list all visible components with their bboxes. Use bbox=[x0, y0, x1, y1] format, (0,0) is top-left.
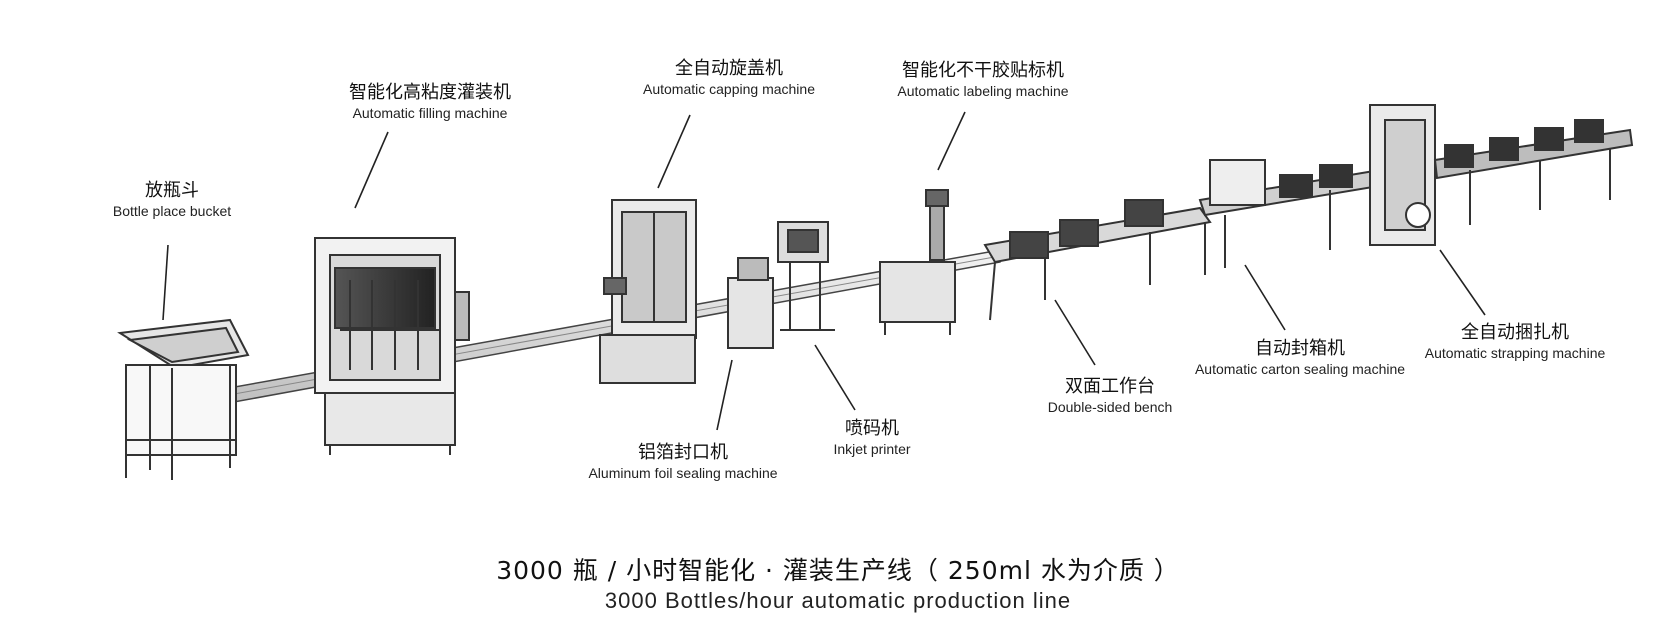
main-conveyor bbox=[189, 249, 1001, 411]
title-zh: 3000 瓶 / 小时智能化 · 灌装生产线（ 250ml 水为介质 ） bbox=[496, 556, 1180, 585]
label-en: Automatic labeling machine bbox=[897, 83, 1069, 99]
label-en: Bottle place bucket bbox=[112, 203, 232, 219]
foil-sealing-machine bbox=[727, 257, 774, 349]
labeling-machine bbox=[879, 189, 956, 335]
leader-line-filling bbox=[354, 131, 389, 209]
label-carton-sealing: 自动封箱机 Automatic carton sealing machine bbox=[1195, 338, 1405, 378]
label-strapping-machine: 全自动捆扎机 Automatic strapping machine bbox=[1425, 322, 1606, 362]
capping-machine bbox=[599, 199, 697, 384]
label-zh: 全自动旋盖机 bbox=[675, 58, 783, 79]
title-en: 3000 Bottles/hour automatic production l… bbox=[604, 588, 1072, 613]
label-en: Inkjet printer bbox=[833, 441, 911, 457]
leader-line-labeling bbox=[937, 111, 966, 171]
label-inkjet-printer: 喷码机 Inkjet printer bbox=[833, 418, 910, 458]
label-en: Automatic capping machine bbox=[643, 81, 815, 97]
inkjet-printer-machine bbox=[777, 221, 835, 331]
label-zh: 智能化高粘度灌装机 bbox=[349, 82, 511, 103]
label-en: Automatic strapping machine bbox=[1424, 345, 1606, 361]
diagram-title: 3000 瓶 / 小时智能化 · 灌装生产线（ 250ml 水为介质 ） 300… bbox=[0, 555, 1676, 615]
leader-line-foil bbox=[716, 359, 733, 431]
leader-line-bucket bbox=[162, 244, 169, 321]
label-zh: 智能化不干胶贴标机 bbox=[902, 60, 1064, 81]
leader-line-carton bbox=[1244, 264, 1286, 331]
label-en: Automatic carton sealing machine bbox=[1194, 361, 1406, 377]
label-zh: 喷码机 bbox=[844, 418, 899, 439]
bottle-bucket-machine bbox=[117, 318, 250, 480]
label-labeling-machine: 智能化不干胶贴标机 Automatic labeling machine bbox=[897, 60, 1068, 100]
label-zh: 全自动捆扎机 bbox=[1460, 322, 1569, 343]
leader-line-bench bbox=[1054, 299, 1096, 366]
label-en: Double-sided bench bbox=[1047, 399, 1173, 415]
carton-sealing-machine bbox=[1198, 159, 1387, 268]
leader-line-inkjet bbox=[814, 344, 856, 411]
strapping-machine bbox=[1369, 104, 1634, 246]
leader-line-strapping bbox=[1439, 249, 1486, 316]
label-filling-machine: 智能化高粘度灌装机 Automatic filling machine bbox=[349, 82, 511, 122]
double-sided-bench bbox=[983, 199, 1212, 321]
label-bottle-bucket: 放瓶斗 Bottle place bucket bbox=[113, 180, 231, 220]
leader-line-capping bbox=[657, 114, 691, 189]
label-zh: 自动封箱机 bbox=[1254, 338, 1345, 359]
label-zh: 双面工作台 bbox=[1065, 376, 1155, 397]
label-en: Automatic filling machine bbox=[352, 105, 508, 121]
filling-machine bbox=[314, 237, 470, 455]
label-double-sided-bench: 双面工作台 Double-sided bench bbox=[1048, 376, 1173, 416]
label-en: Aluminum foil sealing machine bbox=[588, 465, 778, 481]
label-foil-sealing: 铝箔封口机 Aluminum foil sealing machine bbox=[588, 442, 777, 482]
label-zh: 放瓶斗 bbox=[144, 180, 199, 201]
label-capping-machine: 全自动旋盖机 Automatic capping machine bbox=[643, 58, 815, 98]
label-zh: 铝箔封口机 bbox=[638, 442, 728, 463]
